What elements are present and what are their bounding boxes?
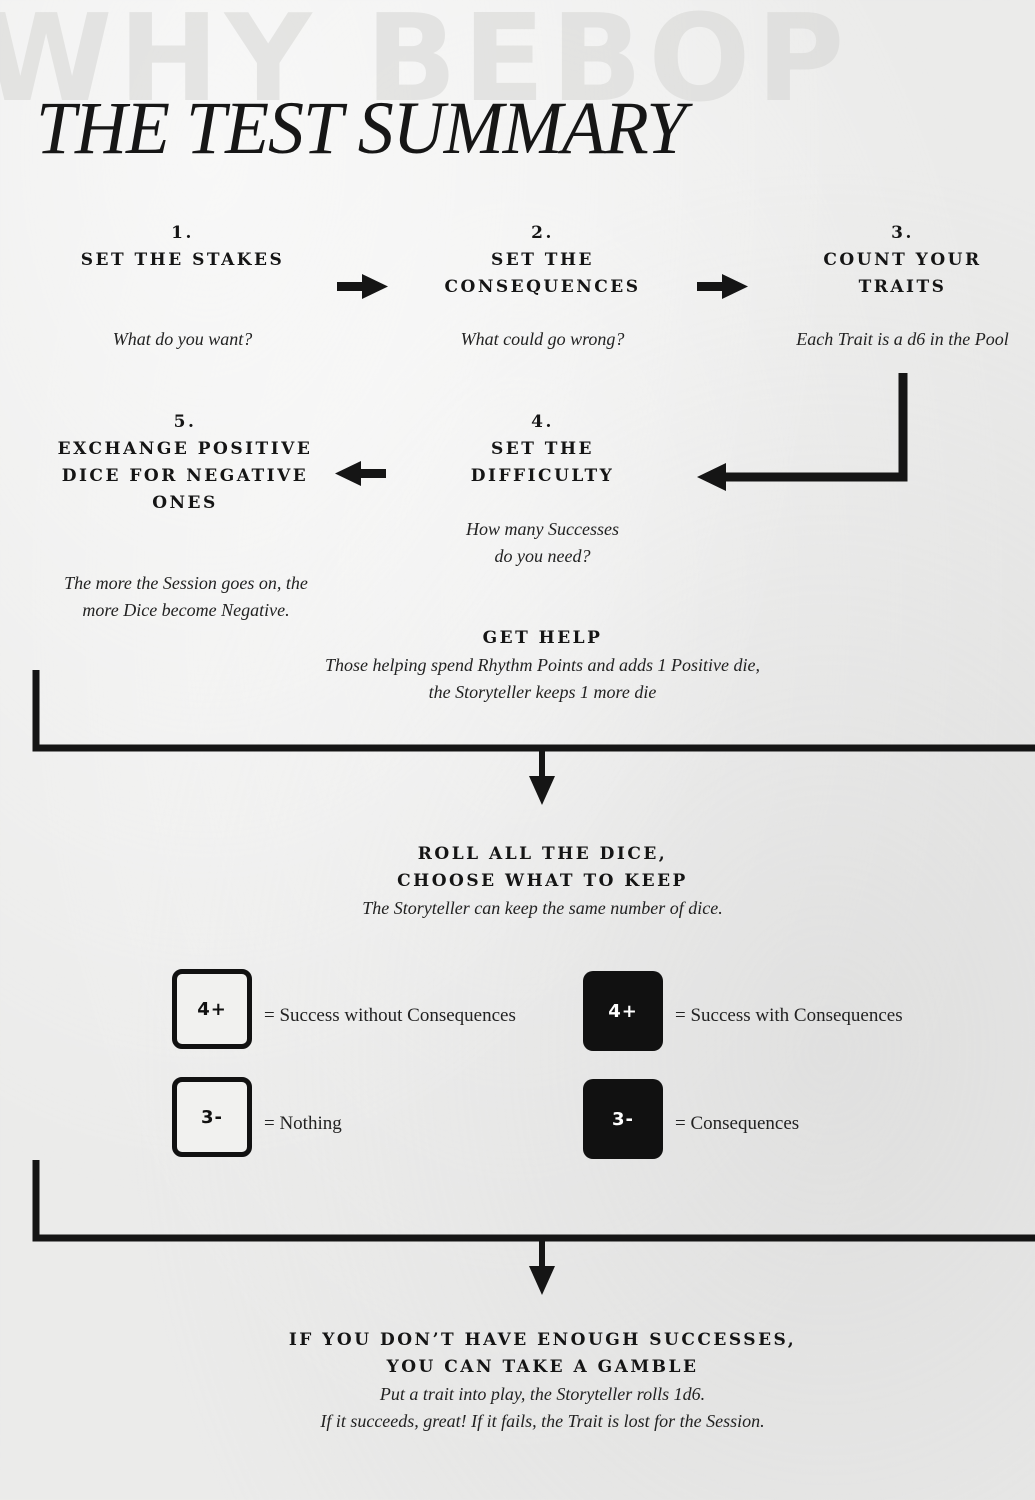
get-help-line-1: Those helping spend Rhythm Points and ad… [325,655,760,675]
gamble-title: IF YOU DON’T HAVE ENOUGH SUCCESSES, YOU … [180,1327,905,1381]
arrow-right-icon [337,274,388,299]
step-5-note: The more the Session goes on, the more D… [64,573,308,620]
step-number: 1. [171,223,194,243]
step-title: SET THE CONSEQUENCES [444,250,641,297]
merge-bracket-1 [32,670,1035,805]
legend-text: = Nothing [264,1113,342,1134]
roll-note: The Storyteller can keep the same number… [362,898,723,918]
arrow-bent-left-icon [697,373,908,491]
step-5-heading: 5. EXCHANGE POSITIVE DICE FOR NEGATIVE O… [50,409,320,517]
step-number: 5. [173,412,197,432]
step-number: 4. [531,412,554,432]
gamble-text: Put a trait into play, the Storyteller r… [240,1381,845,1435]
roll-title-line-1: ROLL ALL THE DICE, [417,844,668,864]
positive-die-icon: 4+ [172,969,252,1049]
roll-title-line-2: CHOOSE WHAT TO KEEP [397,871,688,891]
legend-text: = Consequences [675,1113,800,1134]
negative-die-icon: 4+ [583,971,663,1051]
step-title: SET THE DIFFICULTY [470,439,615,486]
step-1-heading: 1. SET THE STAKES [20,220,345,274]
get-help-line-2: the Storyteller keeps 1 more die [428,682,657,702]
step-title: COUNT YOUR TRAITS [823,250,982,297]
gamble-title-line-1: IF YOU DON’T HAVE ENOUGH SUCCESSES, [288,1330,797,1350]
step-2-heading: 2. SET THE CONSEQUENCES [400,220,685,301]
step-1-note: What do you want? [112,329,253,349]
get-help-title: GET HELP [482,628,603,648]
step-2-note: What could go wrong? [460,329,625,349]
negative-die-icon: 3- [583,1079,663,1159]
step-title: EXCHANGE POSITIVE DICE FOR NEGATIVE ONES [57,439,313,513]
arrow-left-icon [335,461,386,486]
step-4-heading: 4. SET THE DIFFICULTY [430,409,655,490]
gamble-line-2: If it succeeds, great! If it fails, the … [320,1411,765,1431]
step-3-note: Each Trait is a d6 in the Pool [796,329,1009,349]
step-title: SET THE STAKES [80,250,285,270]
page-title: THE TEST SUMMARY [36,86,686,170]
step-3-heading: 3. COUNT YOUR TRAITS [780,220,1025,301]
legend-text: = Success with Consequences [675,1005,903,1026]
legend-text: = Success without Consequences [264,1005,516,1026]
step-4-note: How many Successes do you need? [466,519,619,566]
gamble-title-line-2: YOU CAN TAKE A GAMBLE [386,1357,699,1377]
get-help-text: Those helping spend Rhythm Points and ad… [280,652,805,706]
step-number: 2. [531,223,554,243]
step-number: 3. [891,223,914,243]
arrow-right-icon [697,274,748,299]
gamble-line-1: Put a trait into play, the Storyteller r… [379,1384,706,1404]
merge-bracket-2 [32,1160,1035,1295]
background-watermark-word: WHY BEBOP [0,0,851,129]
positive-die-icon: 3- [172,1077,252,1157]
roll-title: ROLL ALL THE DICE, CHOOSE WHAT TO KEEP [300,841,785,895]
